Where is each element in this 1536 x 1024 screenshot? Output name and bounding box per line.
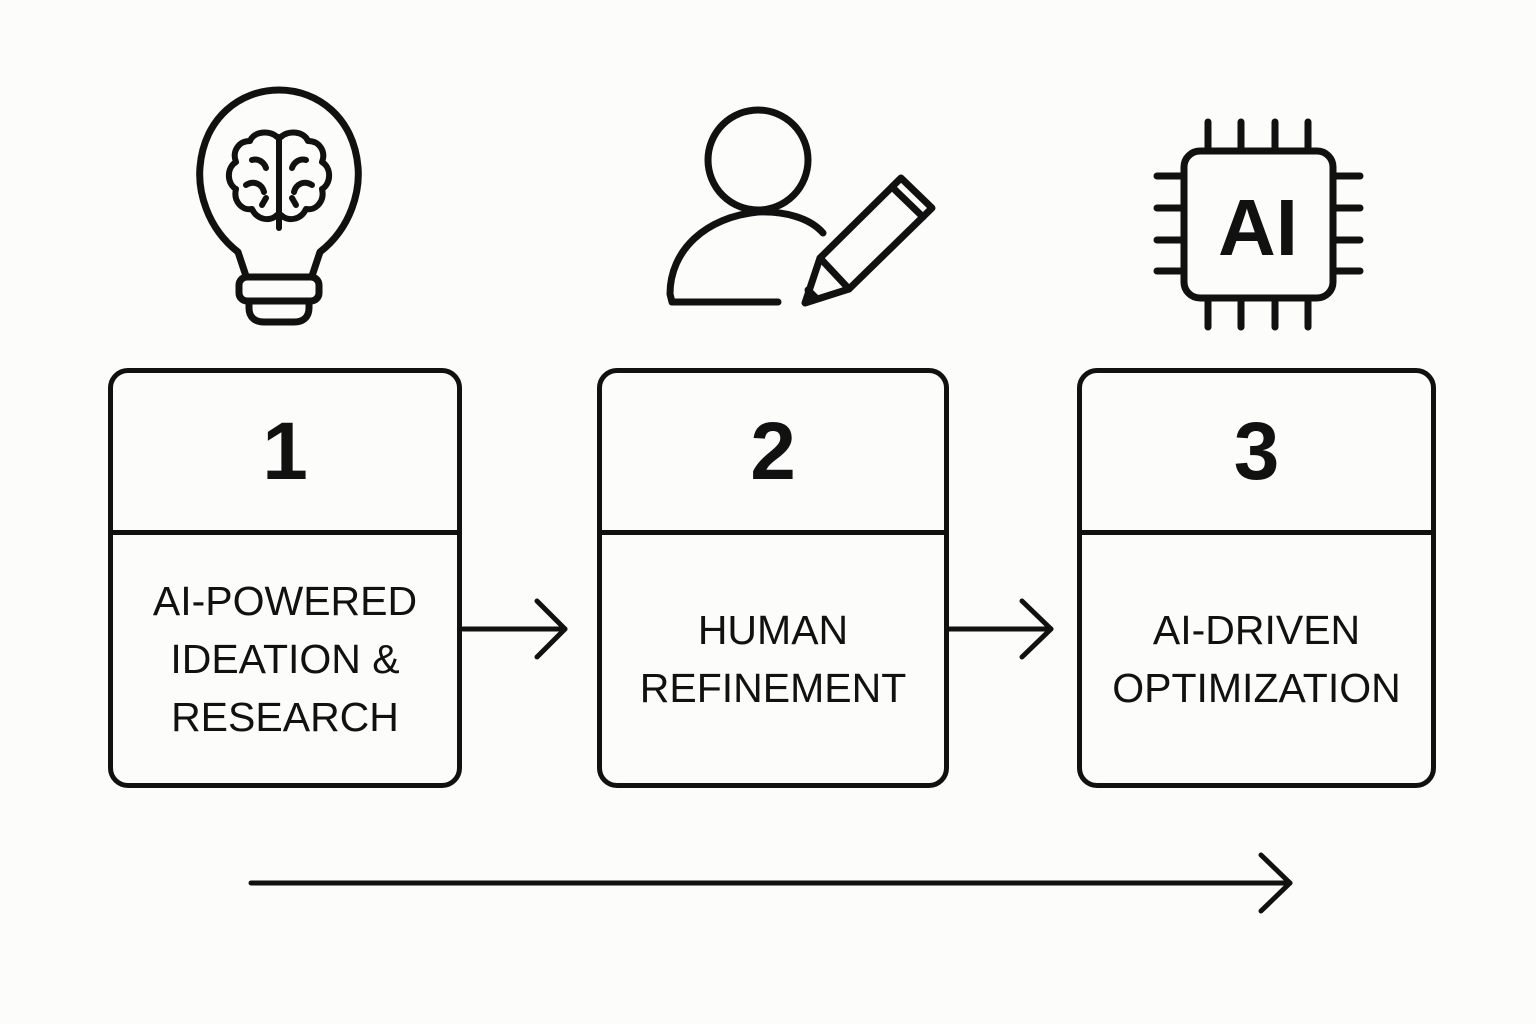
step-label-line: RESEARCH — [171, 694, 399, 740]
step-label-line: AI-POWERED — [152, 578, 418, 624]
step-label-line: IDEATION & — [170, 636, 400, 682]
step-box-3: 3 AI-DRIVEN OPTIMIZATION — [1077, 368, 1436, 788]
step-label-line: HUMAN — [697, 607, 849, 653]
step-label-line: REFINEMENT — [639, 665, 907, 711]
step-number: 3 — [1082, 373, 1431, 535]
timeline-arrow — [248, 852, 1293, 914]
arrow-step2-to-step3 — [946, 598, 1054, 660]
step-label: HUMAN REFINEMENT — [602, 535, 944, 783]
step-number: 2 — [602, 373, 944, 535]
arrow-step1-to-step2 — [460, 598, 568, 660]
step-label: AI-DRIVEN OPTIMIZATION — [1082, 535, 1431, 783]
ai-chip-icon: AI — [1153, 118, 1364, 331]
step-box-2: 2 HUMAN REFINEMENT — [597, 368, 949, 788]
person-pencil-icon — [666, 106, 936, 307]
lightbulb-brain-icon — [196, 86, 362, 326]
step-label-line: OPTIMIZATION — [1112, 665, 1401, 711]
chip-label: AI — [1218, 183, 1298, 272]
step-number: 1 — [113, 373, 457, 535]
step-box-1: 1 AI-POWERED IDEATION & RESEARCH — [108, 368, 462, 788]
step-label-line: AI-DRIVEN — [1152, 607, 1361, 653]
step-label: AI-POWERED IDEATION & RESEARCH — [113, 535, 457, 783]
